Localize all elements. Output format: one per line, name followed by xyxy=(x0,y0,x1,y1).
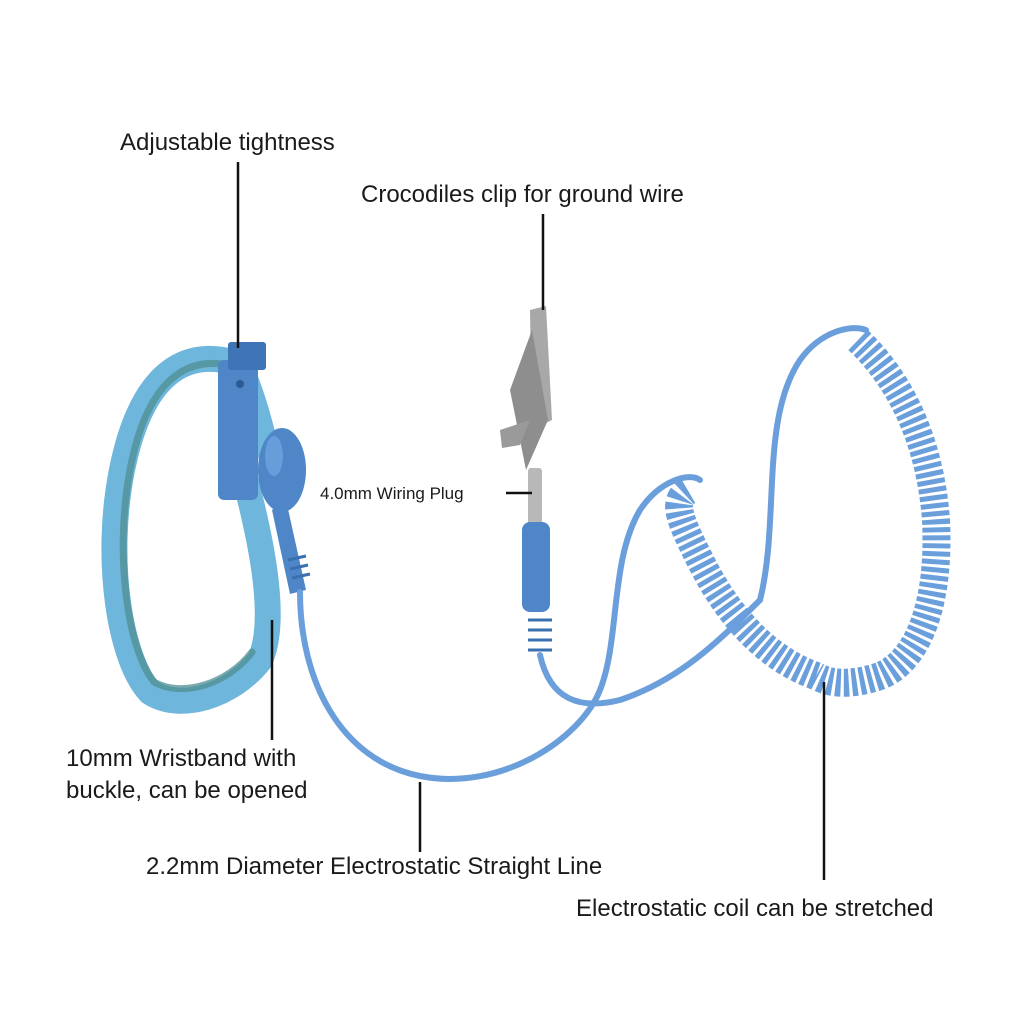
buckle xyxy=(218,342,311,594)
label-coil: Electrostatic coil can be stretched xyxy=(576,895,934,922)
buckle-top xyxy=(228,342,266,370)
label-wiring-plug: 4.0mm Wiring Plug xyxy=(320,484,464,503)
wristband-band-inner xyxy=(119,359,256,693)
plug-metal-pin xyxy=(528,468,542,528)
coil-left xyxy=(665,477,821,690)
plug-ribs xyxy=(528,618,552,652)
snap-cap xyxy=(258,428,306,512)
buckle-body xyxy=(218,360,258,500)
coiled-cable xyxy=(665,325,951,697)
wristband-band-outer xyxy=(101,345,281,714)
clip-spring-lever xyxy=(500,420,530,448)
straight-cable xyxy=(297,474,703,782)
plug-boot xyxy=(522,522,550,612)
buckle-pin xyxy=(236,380,244,388)
label-crocodile-clip: Crocodiles clip for ground wire xyxy=(361,181,684,208)
label-wristband-line1: 10mm Wristband with xyxy=(66,745,297,772)
crocodile-clip xyxy=(500,306,763,707)
label-straight-line: 2.2mm Diameter Electrostatic Straight Li… xyxy=(146,853,603,880)
snap-cable-boot xyxy=(272,500,306,594)
coil-connector xyxy=(757,325,869,603)
boot-ribs xyxy=(287,554,311,580)
leader-lines xyxy=(236,162,826,880)
label-wristband-line2: buckle, can be opened xyxy=(66,777,308,804)
snap-cap-highlight xyxy=(265,436,283,476)
plug-cable-tail xyxy=(537,597,763,707)
label-adjustable-tightness: Adjustable tightness xyxy=(120,129,335,156)
label-wristband: 10mm Wristband with buckle, can be opene… xyxy=(66,743,308,807)
coil-right xyxy=(809,329,951,697)
